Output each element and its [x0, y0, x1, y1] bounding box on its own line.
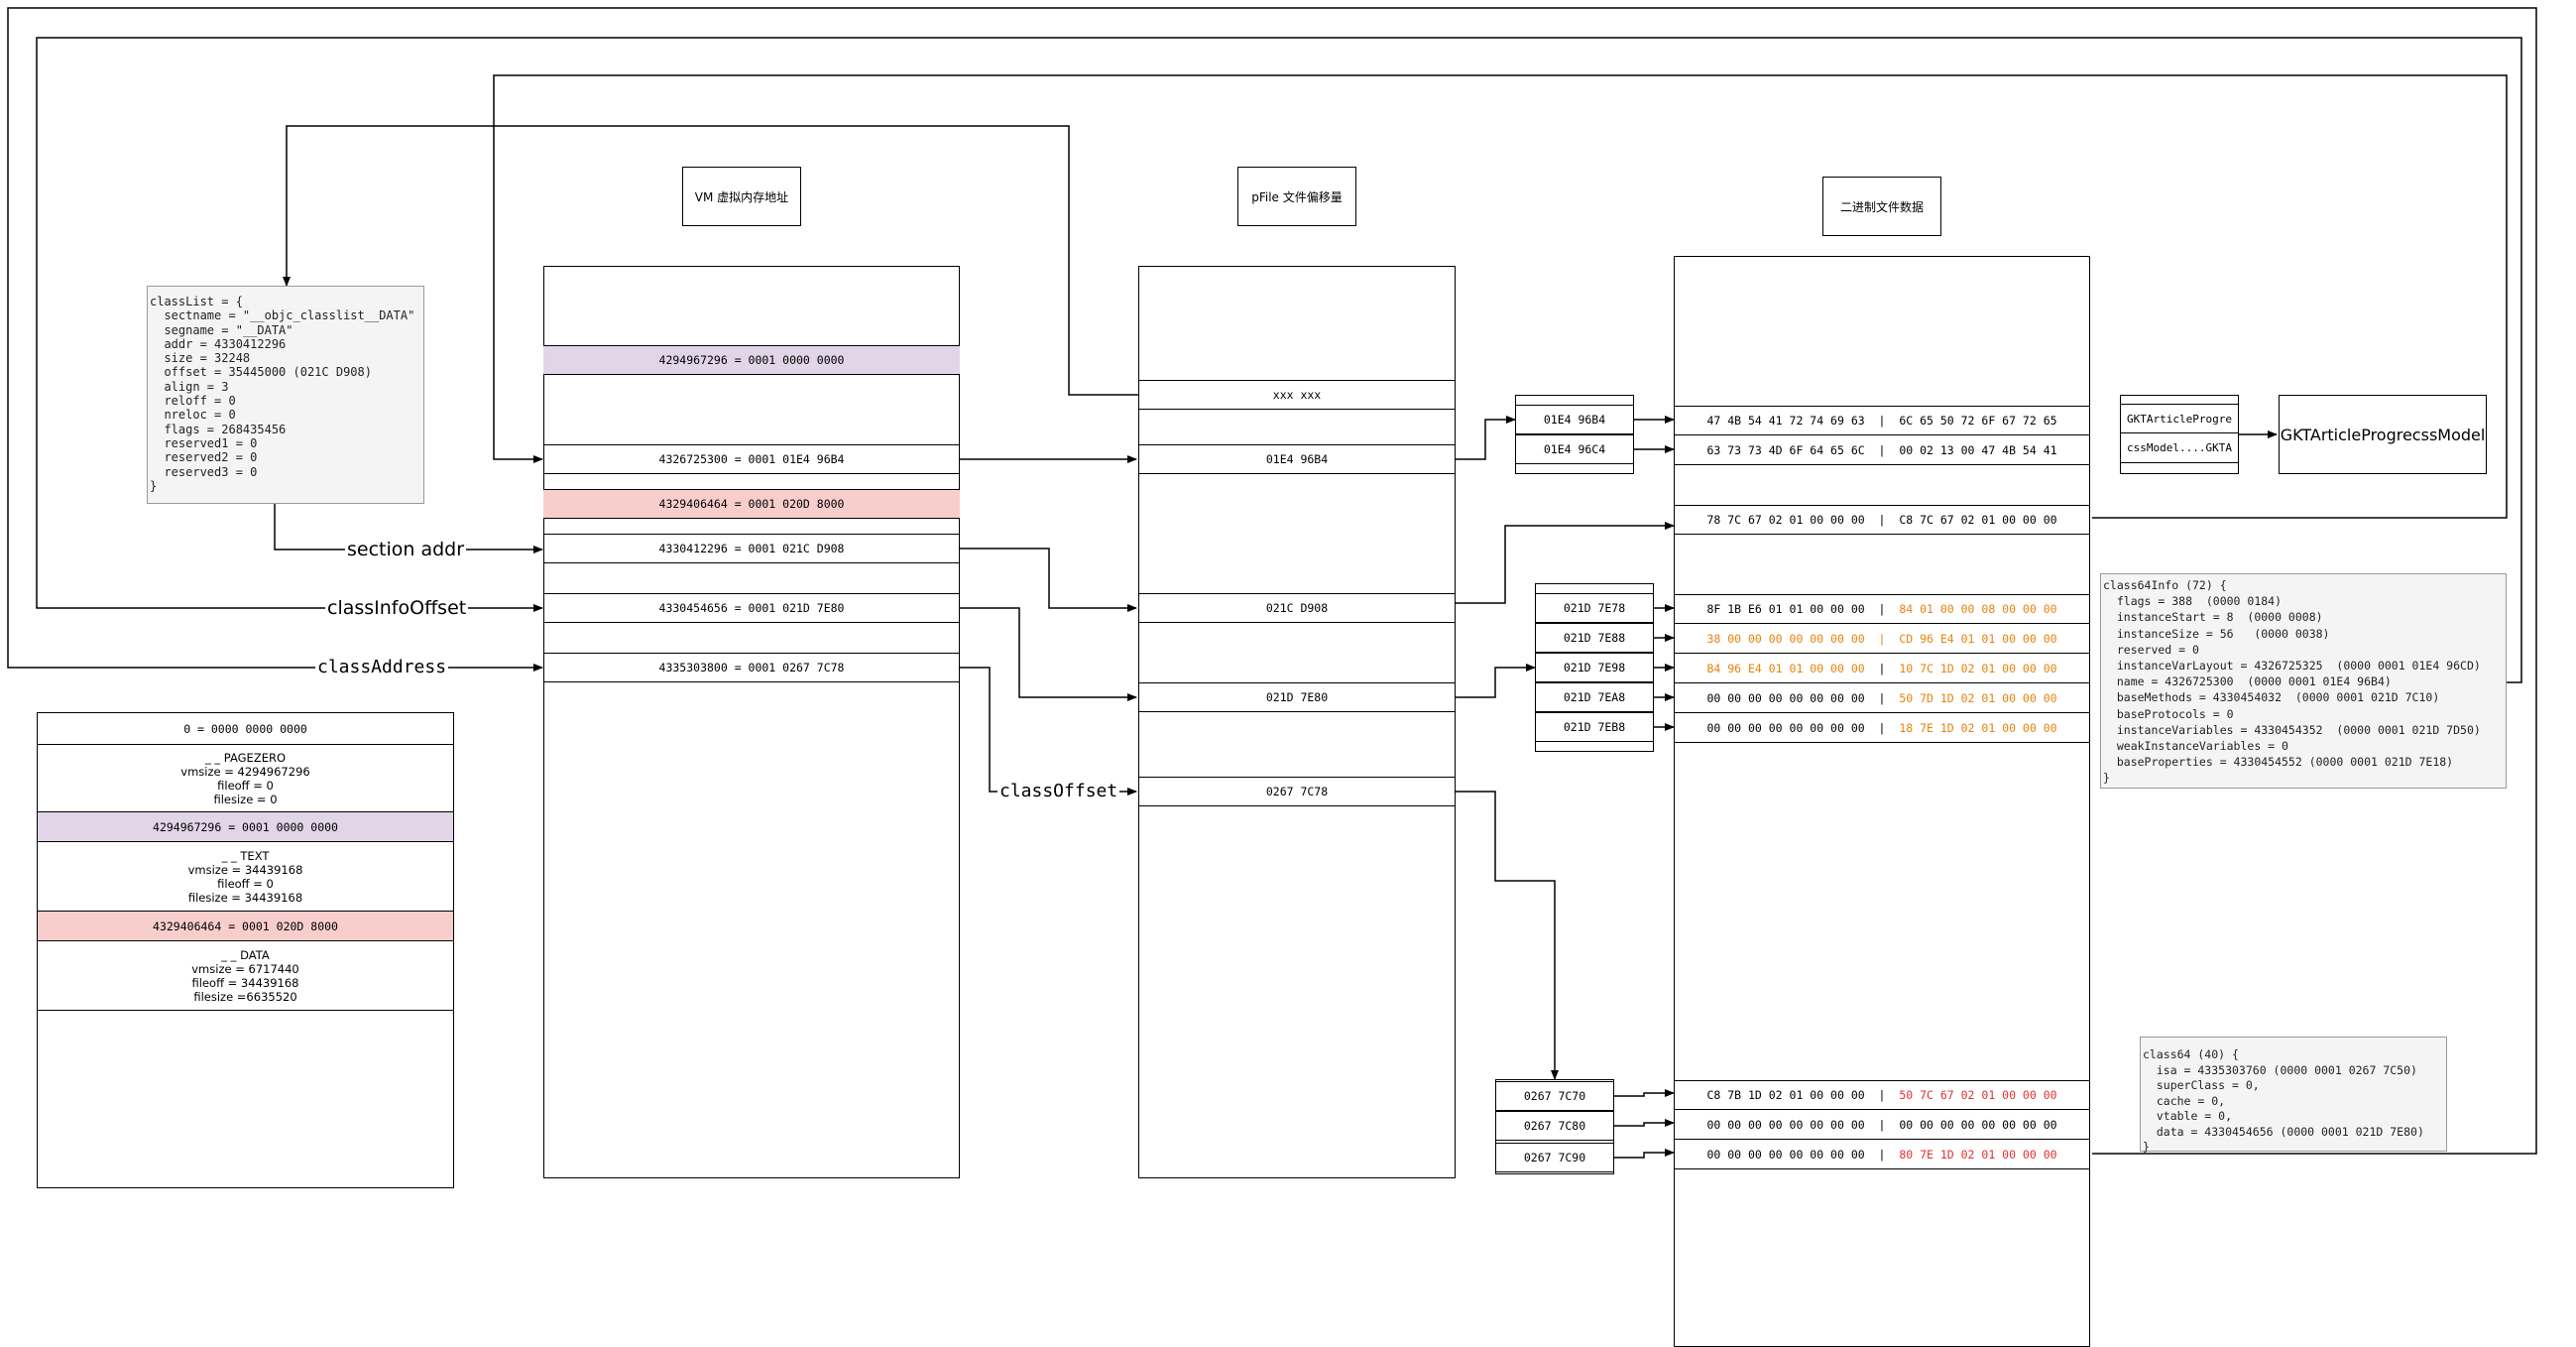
- segment-data-start: 4329406464 = 0001 020D 8000: [38, 912, 453, 941]
- label-class-address: classAddress: [315, 657, 449, 678]
- hex-row: 00 00 00 00 00 00 00 00 | 00 00 00 00 00…: [1675, 1110, 2089, 1140]
- class64info-note: class64Info (72) { flags = 388 (0000 018…: [2100, 573, 2507, 789]
- vm-7e80-to-pfile: [960, 607, 1137, 701]
- hex-row: 8F 1B E6 01 01 00 00 00 | 84 01 00 00 08…: [1675, 594, 2089, 624]
- pfile-7c78-to-offsets: [1456, 791, 1559, 1080]
- header-binary: 二进制文件数据: [1822, 177, 1941, 236]
- segment-text-start: 4294967296 = 0001 0000 0000: [38, 812, 453, 842]
- class64-note: class64 (40) { isa = 4335303760 (0000 00…: [2140, 1037, 2447, 1154]
- class-info-offset-loop: [36, 37, 2522, 683]
- vm-d908-to-pfile: [960, 548, 1137, 612]
- hex-row: 47 4B 54 41 72 74 69 63 | 6C 65 50 72 6F…: [1675, 406, 2089, 435]
- hex-row: C8 7B 1D 02 01 00 00 00 | 50 7C 67 02 01…: [1675, 1080, 2089, 1110]
- string-row: GKTArticleProgre: [2121, 404, 2238, 433]
- class-address-loop: [7, 7, 2537, 1155]
- offset-cell: 021D 7E98: [1535, 653, 1654, 682]
- pfile-row: 021C D908: [1138, 593, 1456, 623]
- segment-zero: 0 = 0000 0000 0000: [38, 713, 453, 745]
- vm-row: 4294967296 = 0001 0000 0000: [543, 345, 960, 375]
- vm-7c78-to-pfile: [960, 667, 1137, 796]
- binary-column: 47 4B 54 41 72 74 69 63 | 6C 65 50 72 6F…: [1674, 256, 2090, 1347]
- hex-row: 78 7C 67 02 01 00 00 00 | C8 7C 67 02 01…: [1675, 505, 2089, 535]
- pfile-column: [1138, 266, 1456, 1178]
- pfile-row: xxx xxx: [1138, 380, 1456, 410]
- label-class-info-offset: classInfoOffset: [325, 597, 469, 619]
- hex-row: 63 73 73 4D 6F 64 65 6C | 00 02 13 00 47…: [1675, 435, 2089, 465]
- offset-cell: 01E4 96C4: [1515, 434, 1634, 464]
- pfile-row: 01E4 96B4: [1138, 444, 1456, 474]
- pfile-7e80-to-offsets: [1456, 664, 1536, 698]
- pfile-d908-to-binary: [1456, 522, 1675, 604]
- hex-row: 00 00 00 00 00 00 00 00 | 50 7D 1D 02 01…: [1675, 683, 2089, 713]
- header-vm: VM 虚拟内存地址: [682, 167, 801, 226]
- offset-cell: 0267 7C70: [1495, 1081, 1614, 1111]
- vm-row: 4326725300 = 0001 01E4 96B4: [543, 444, 960, 474]
- offset-cell: 021D 7E78: [1535, 593, 1654, 623]
- xxx-to-classlist: [283, 125, 1138, 396]
- vm-row: 4335303800 = 0001 0267 7C78: [543, 653, 960, 682]
- hex-row: 00 00 00 00 00 00 00 00 | 18 7E 1D 02 01…: [1675, 713, 2089, 743]
- pfile-row: 021D 7E80: [1138, 682, 1456, 712]
- name-loop: [493, 74, 2508, 519]
- vm-row: 4330454656 = 0001 021D 7E80: [543, 593, 960, 623]
- header-pfile: pFile 文件偏移量: [1237, 167, 1356, 226]
- vm-row: 4330412296 = 0001 021C D908: [543, 534, 960, 563]
- offset-cell: 021D 7E88: [1535, 623, 1654, 653]
- hex-row: 38 00 00 00 00 00 00 00 | CD 96 E4 01 01…: [1675, 624, 2089, 654]
- class-name-box: GKTArticleProgrecssModel: [2279, 395, 2487, 474]
- hex-row: B4 96 E4 01 01 00 00 00 | 10 7C 1D 02 01…: [1675, 654, 2089, 683]
- string-row: cssModel....GKTA: [2121, 433, 2238, 463]
- pfile-row: 0267 7C78: [1138, 777, 1456, 806]
- hex-row: 00 00 00 00 00 00 00 00 | 80 7E 1D 02 01…: [1675, 1140, 2089, 1169]
- offset-cell: 021D 7EB8: [1535, 712, 1654, 742]
- vm-column: [543, 266, 960, 1178]
- offset-cell: 0267 7C80: [1495, 1111, 1614, 1141]
- offset-cell: 021D 7EA8: [1535, 682, 1654, 712]
- offset-cell: 01E4 96B4: [1515, 405, 1634, 434]
- pfile-96b4-to-offsets: [1456, 416, 1516, 460]
- string-box: GKTArticleProgre cssModel....GKTA: [2120, 395, 2239, 474]
- vm-row: 4329406464 = 0001 020D 8000: [543, 489, 960, 519]
- label-section-addr: section addr: [345, 539, 467, 560]
- label-class-offset: classOffset: [997, 781, 1120, 802]
- classlist-note: classList = { sectname = "__objc_classli…: [147, 286, 424, 504]
- offset-cell: 0267 7C90: [1495, 1143, 1614, 1172]
